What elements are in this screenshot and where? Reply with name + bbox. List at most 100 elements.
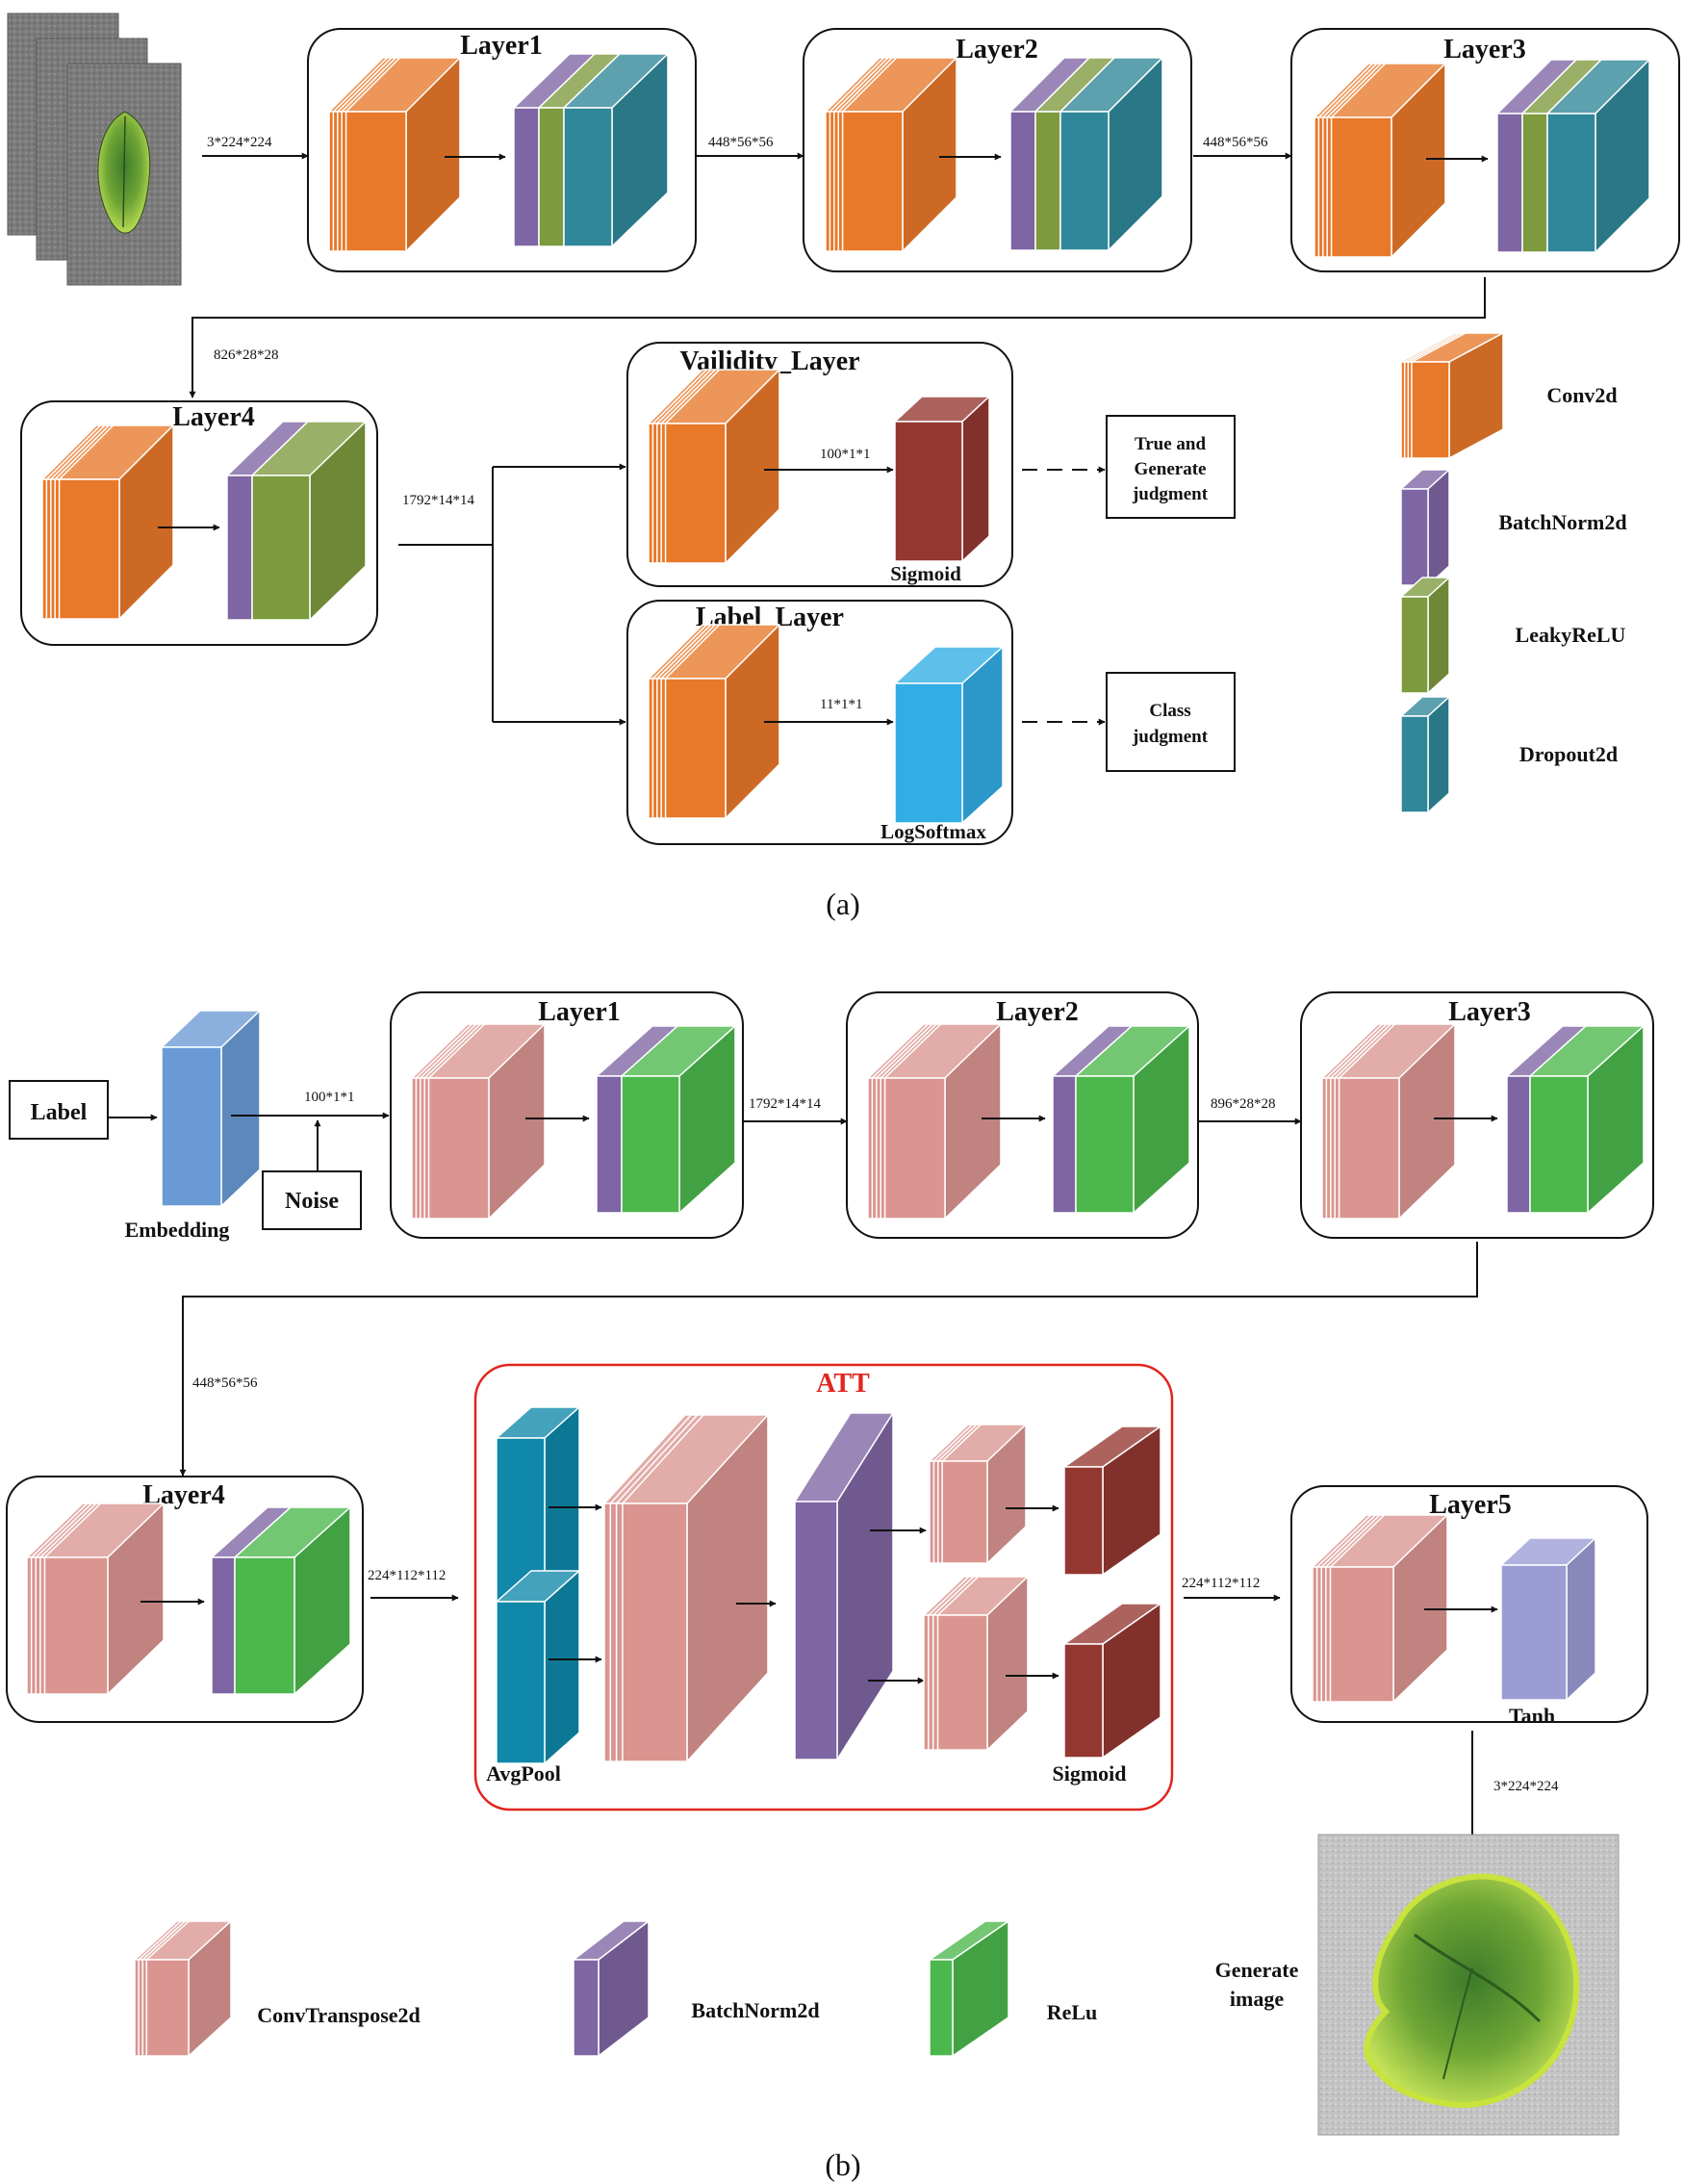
- true-generate-judgment-box: True and Generate judgment: [1106, 415, 1236, 519]
- batchnorm-front-face: [1009, 111, 1036, 251]
- layer2-title-b: Layer2: [996, 997, 1079, 1027]
- sigmoid-label-b: Sigmoid: [1052, 1761, 1126, 1786]
- relu-front-face: [1075, 1075, 1135, 1214]
- dim-a-label-out: 11*1*1: [820, 697, 862, 712]
- generate-image-line-1: Generate: [1215, 1958, 1299, 1982]
- legend-batchnorm2d-b-swatch: [573, 1920, 650, 2057]
- relu-front-face: [234, 1556, 295, 1695]
- layer1-box-b: Layer1: [390, 991, 744, 1239]
- logsoftmax-block: [894, 646, 1004, 824]
- sigmoid-label-a: Sigmoid: [890, 562, 961, 585]
- legend-dropout2d-swatch: [1400, 696, 1450, 813]
- convtranspose2d-block-small-bottom: [923, 1576, 1029, 1751]
- avgpool-block-top: [496, 1406, 580, 1603]
- logsoftmax-label: LogSoftmax: [880, 820, 986, 843]
- relu-front-face: [1529, 1075, 1589, 1214]
- generate-image-line-2: image: [1230, 1987, 1284, 2011]
- convtranspose-front-face: [26, 1556, 109, 1695]
- bn-lrelu-dropout-block: [1496, 59, 1650, 253]
- embedding-label: Embedding: [125, 1218, 230, 1242]
- layer5-box: Layer5 Tanh: [1290, 1485, 1648, 1728]
- logsoftmax-front-face: [894, 682, 963, 824]
- dim-a-input: 3*224*224: [207, 135, 272, 150]
- batchnorm-front-face: [1052, 1075, 1077, 1214]
- tanh-label: Tanh: [1509, 1704, 1555, 1728]
- panel-b: Label Embedding 100*1*1 Noise 1792*14*14…: [6, 991, 1654, 2182]
- true-generate-line-2: Generate: [1135, 459, 1207, 479]
- conv2d-block: [41, 424, 174, 620]
- class-judgment-box: Class judgment: [1106, 672, 1236, 772]
- relu-front-face: [929, 1959, 954, 2057]
- dim-a-validity-out: 100*1*1: [820, 447, 871, 462]
- generated-leaf-image: [1317, 1834, 1620, 2136]
- sigmoid-front-face: [894, 421, 963, 562]
- conv2d-block: [648, 624, 780, 819]
- noise-input-box: Noise: [262, 1170, 362, 1230]
- dim-b-l1-l2: 1792*14*14: [749, 1096, 822, 1112]
- att-box: ATT AvgPool Sigmoid: [473, 1363, 1174, 1811]
- bn-relu-block: [596, 1025, 736, 1214]
- avgpool-front-face: [496, 1601, 546, 1764]
- dropout-front-face: [1546, 113, 1596, 253]
- layer4-title-a: Layer4: [172, 402, 255, 432]
- legend-batchnorm2d: BatchNorm2d: [1498, 510, 1626, 534]
- batchnorm-front-face: [513, 107, 540, 247]
- dim-a-l1-l2: 448*56*56: [708, 135, 774, 150]
- dim-a-l4-out: 1792*14*14: [402, 493, 475, 508]
- convtranspose-front-face: [1321, 1077, 1400, 1220]
- true-generate-line-3: judgment: [1132, 484, 1209, 504]
- dim-b-l2-l3: 896*28*28: [1211, 1096, 1276, 1112]
- dim-b-l5-out: 3*224*224: [1493, 1779, 1559, 1794]
- convtranspose2d-block: [1312, 1514, 1448, 1703]
- conv2d-block: [328, 57, 461, 252]
- batchnorm-front-face: [573, 1959, 600, 2057]
- sigmoid-front-face: [1063, 1643, 1104, 1759]
- convtranspose-front-face: [923, 1614, 988, 1751]
- conv-front-face: [648, 423, 727, 564]
- layer4-box-a: Layer4: [20, 400, 378, 646]
- convtranspose-front-face: [867, 1077, 946, 1220]
- leakyrelu-front-face: [538, 107, 565, 247]
- convtranspose-front-face: [1312, 1566, 1394, 1703]
- dim-b-att-l5: 224*112*112: [1182, 1576, 1260, 1591]
- att-title: ATT: [816, 1369, 870, 1399]
- conv-front-face: [1314, 116, 1392, 258]
- convtranspose2d-block-small-top: [929, 1424, 1027, 1564]
- conv-front-face: [825, 111, 904, 252]
- convtranspose-front-face: [134, 1959, 190, 2057]
- legend-leakyrelu: LeakyReLU: [1516, 623, 1626, 647]
- convtranspose-front-face: [411, 1077, 490, 1220]
- batchnorm-front-face: [1496, 113, 1523, 253]
- caption-b: (b): [825, 2147, 860, 2182]
- input-leaf-images: [7, 13, 182, 286]
- sigmoid-block-top: [1063, 1426, 1161, 1576]
- sigmoid-block: [894, 396, 990, 562]
- dim-a-l3-l4: 826*28*28: [214, 347, 279, 363]
- dim-a-l2-l3: 448*56*56: [1203, 135, 1268, 150]
- convtranspose2d-block: [867, 1023, 1002, 1220]
- batchnorm-block-large: [794, 1412, 894, 1760]
- conv2d-block: [648, 369, 780, 564]
- caption-a: (a): [826, 886, 860, 921]
- label-input-text: Label: [31, 1100, 88, 1125]
- convtranspose2d-block: [26, 1503, 165, 1695]
- validity-layer-box: Vailidity_Layer 100*1*1 Sigmoid: [626, 342, 1013, 587]
- convtranspose-front-face: [929, 1460, 988, 1564]
- conv2d-block: [825, 57, 957, 252]
- bn-relu-block: [1506, 1025, 1645, 1214]
- layer1-title-b: Layer1: [538, 997, 621, 1027]
- conv-front-face: [328, 111, 407, 252]
- dim-b-l3-l4: 448*56*56: [192, 1375, 258, 1391]
- legend-conv2d-swatch: [1400, 332, 1504, 459]
- leakyrelu-front-face: [251, 475, 311, 621]
- conv2d-block: [1314, 63, 1446, 258]
- layer3-title-a: Layer3: [1443, 35, 1526, 64]
- batchnorm-front-face: [211, 1556, 236, 1695]
- sigmoid-front-face: [1063, 1466, 1104, 1576]
- avgpool-label: AvgPool: [486, 1761, 561, 1786]
- layer1-box-a: Layer1: [307, 28, 697, 272]
- panel-a: 3*224*224 448*56*56 448*56*56 826*28*28 …: [7, 13, 1680, 921]
- dropout-front-face: [563, 107, 613, 247]
- batchnorm-front-face: [596, 1075, 623, 1214]
- leakyrelu-front-face: [1034, 111, 1061, 251]
